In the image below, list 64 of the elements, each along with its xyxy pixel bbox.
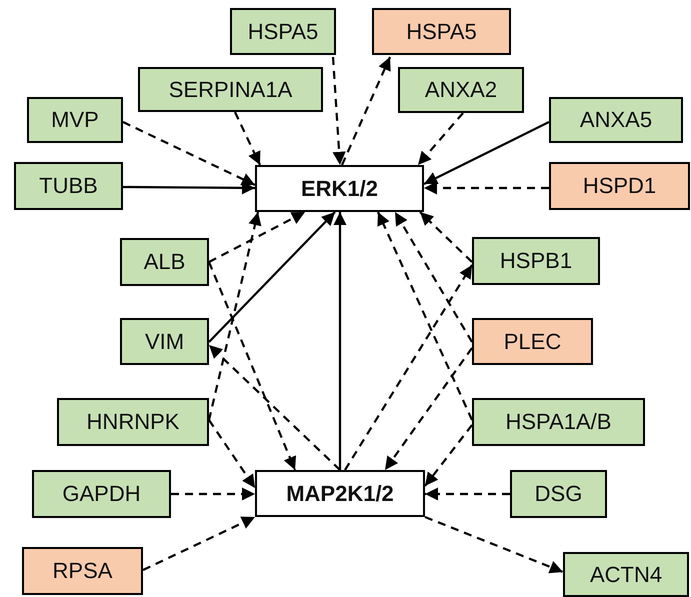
node-label: GAPDH xyxy=(62,481,141,507)
gene-box xyxy=(32,470,171,518)
gene-box xyxy=(549,97,683,143)
arrow xyxy=(424,121,550,185)
gene-box xyxy=(27,97,123,143)
arrow xyxy=(122,121,256,186)
node-label: HNRNPK xyxy=(86,409,180,435)
node-label: VIM xyxy=(144,328,184,354)
gene-box xyxy=(372,8,511,55)
gene-box xyxy=(22,547,143,595)
node-label: ACTN4 xyxy=(590,562,662,588)
arrow xyxy=(171,487,255,501)
arrow xyxy=(344,264,473,471)
arrow xyxy=(394,211,473,343)
gene-box xyxy=(138,67,323,112)
gene-box xyxy=(563,552,689,597)
arrow xyxy=(332,56,346,166)
node-label: HSPA1A/B xyxy=(506,409,612,435)
protein-box xyxy=(255,470,425,517)
arrow xyxy=(419,211,473,263)
node-label: RPSA xyxy=(52,558,112,584)
gene-box xyxy=(398,67,524,113)
arrow xyxy=(341,56,391,166)
arrow xyxy=(424,516,564,574)
arrow xyxy=(208,211,306,263)
arrow xyxy=(384,347,473,471)
gene-box xyxy=(472,398,645,446)
arrow xyxy=(234,112,261,166)
arrow xyxy=(377,212,473,420)
arrow xyxy=(208,419,256,489)
node-label: ANXA5 xyxy=(580,107,652,133)
gene-box xyxy=(472,318,593,365)
node-label: MAP2K1/2 xyxy=(286,480,394,506)
node-label: HSPD1 xyxy=(582,173,656,199)
arrow xyxy=(208,344,341,471)
node-label: HSPB1 xyxy=(500,248,572,274)
gene-box xyxy=(472,237,600,285)
node-label: PLEC xyxy=(504,328,562,354)
protein-box xyxy=(255,165,424,212)
arrow xyxy=(424,181,549,195)
node-label: SERPINA1A xyxy=(168,76,292,102)
node-label: HSPA5 xyxy=(406,18,477,44)
arrow xyxy=(417,112,464,166)
arrow xyxy=(142,516,256,571)
node-label: TUBB xyxy=(39,173,98,199)
arrow xyxy=(208,211,336,343)
gene-box xyxy=(510,470,607,518)
gene-box xyxy=(120,318,209,365)
node-label: ERK1/2 xyxy=(300,176,378,202)
arrow xyxy=(208,262,296,470)
node-label: ALB xyxy=(144,249,186,275)
node-label: MVP xyxy=(51,107,99,133)
gene-box xyxy=(57,398,209,446)
arrow xyxy=(208,212,262,420)
gene-box xyxy=(230,8,336,55)
gene-box xyxy=(14,162,123,210)
arrow xyxy=(424,424,473,487)
gene-box xyxy=(549,162,690,210)
node-label: ANXA2 xyxy=(424,77,498,103)
arrow xyxy=(333,212,347,470)
gene-box xyxy=(120,238,209,286)
node-label: HSPA5 xyxy=(248,18,318,44)
arrow xyxy=(425,487,510,501)
node-label: DSG xyxy=(534,481,582,507)
